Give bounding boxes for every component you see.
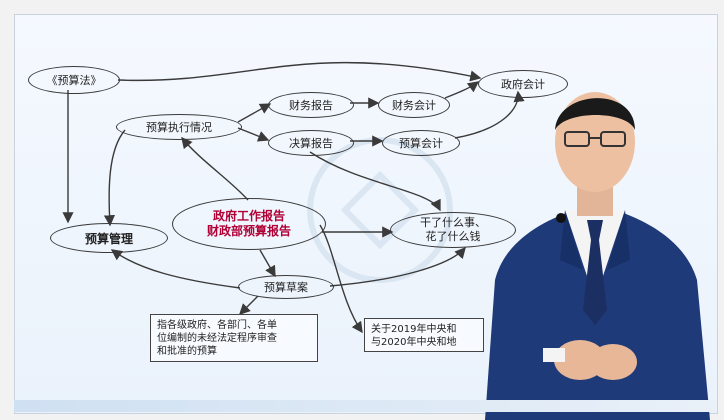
gov-work-report-line1: 政府工作报告: [212, 209, 285, 223]
definition-box: 指各级政府、各部门、各单 位编制的未经法定程序审查 和批准的预算: [150, 314, 318, 362]
definition-line: 指各级政府、各部门、各单: [157, 320, 277, 331]
about-box: 关于2019年中央和 与2020年中央和地: [364, 318, 484, 352]
node-gov-work-report: 政府工作报告 财政部预算报告: [172, 198, 326, 250]
definition-line: 位编制的未经法定程序审查: [157, 333, 277, 344]
node-budget-execution: 预算执行情况: [116, 114, 242, 140]
node-budget-accounting: 预算会计: [382, 130, 460, 156]
what-done-line1: 干了什么事、: [420, 216, 486, 229]
definition-line: 和批准的预算: [157, 346, 217, 357]
node-budget-law: 《预算法》: [28, 66, 120, 94]
node-budget-management: 预算管理: [50, 223, 168, 253]
node-budget-draft: 预算草案: [238, 275, 334, 299]
gov-work-report-line2: 财政部预算报告: [206, 224, 291, 238]
what-done-line2: 花了什么钱: [425, 230, 481, 243]
node-finance-accounting: 财务会计: [378, 92, 450, 118]
node-gov-accounting: 政府会计: [478, 70, 568, 98]
presenter-figure: [485, 92, 710, 420]
about-line: 与2020年中央和地: [371, 337, 457, 348]
node-what-done: 干了什么事、 花了什么钱: [390, 212, 516, 248]
node-final-accounts-report: 决算报告: [268, 130, 354, 156]
node-finance-report: 财务报告: [268, 92, 354, 118]
slide-footer-bar: [14, 400, 716, 412]
about-line: 关于2019年中央和: [371, 324, 457, 335]
